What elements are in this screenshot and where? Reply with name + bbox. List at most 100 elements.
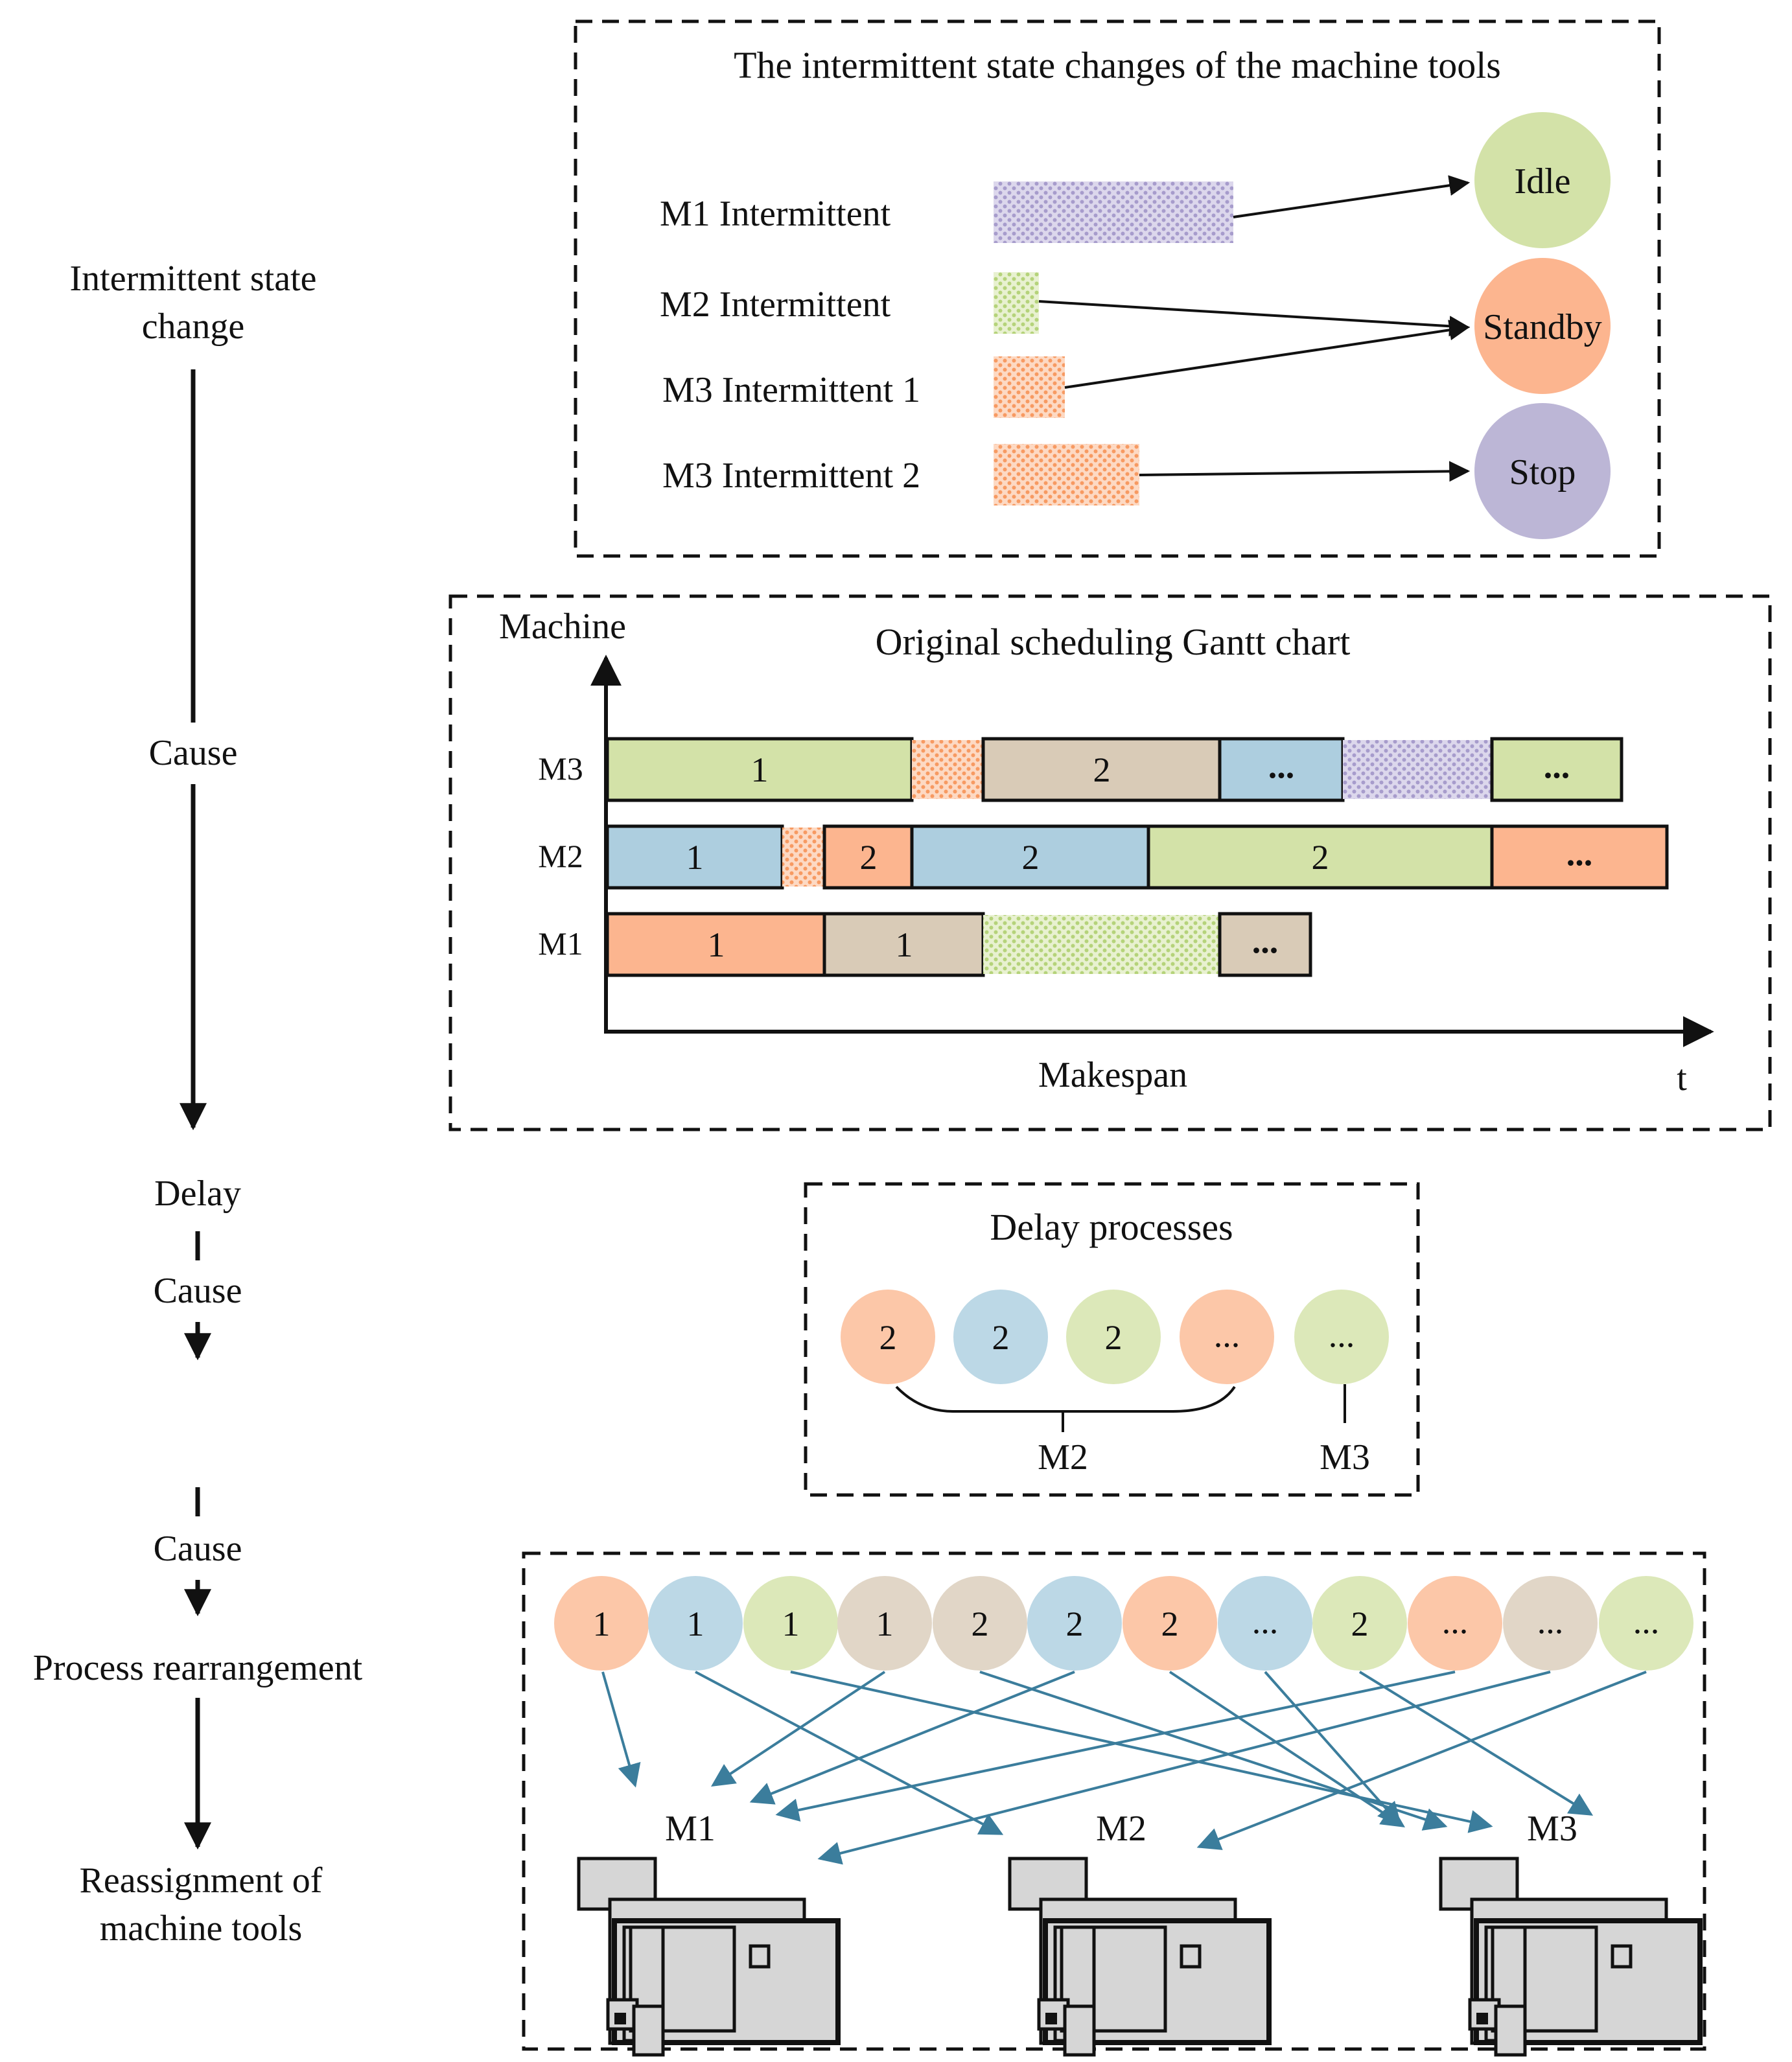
gantt-block [910, 824, 1150, 890]
gantt-block [822, 912, 985, 977]
delay-circle [1180, 1290, 1274, 1384]
flow-step-delay: Delay [154, 1174, 241, 1214]
state-arrow-m1 [1233, 175, 1471, 218]
process-circle [743, 1576, 838, 1671]
reassign-panel: 1 1 1 1 2 2 2 ... 2 ... ... ... [522, 1551, 1706, 2057]
reassign-arrow [817, 1671, 1551, 1865]
reassign-arrow [601, 1671, 641, 1788]
gantt-title: Original scheduling Gantt chart [876, 621, 1351, 663]
process-circle-label: ... [1442, 1602, 1469, 1641]
gantt-block-label: 1 [751, 750, 769, 789]
gantt-block-label: ... [1566, 834, 1593, 873]
gantt-block-gap [912, 740, 983, 799]
flow-column: Intermittent state change Cause Delay Ca… [33, 259, 363, 1949]
delay-circle-label: 2 [879, 1318, 897, 1357]
reassign-arrow [1196, 1671, 1647, 1850]
gantt-panel: Machine Original scheduling Gantt chart … [448, 594, 1772, 1131]
process-circle-label: 2 [1161, 1604, 1179, 1643]
delay-panel-title: Delay processes [990, 1206, 1233, 1248]
state-arrow-m3-1 [1064, 319, 1471, 389]
process-circle [1408, 1576, 1502, 1671]
delay-group-label-m2: M2 [1038, 1437, 1088, 1477]
process-circle-label: 1 [593, 1604, 611, 1643]
process-circle-label: 1 [687, 1604, 704, 1643]
state-standby-label: Standby [1483, 307, 1602, 347]
state-row-label-m2: M2 Intermittent [660, 284, 891, 325]
gantt-block-label: 2 [1312, 838, 1329, 877]
process-circle [1027, 1576, 1122, 1671]
state-change-panel: The intermittent state changes of the ma… [574, 19, 1661, 558]
gantt-block-label: ... [1544, 747, 1570, 785]
delay-brace-m2 [895, 1385, 1236, 1413]
process-circle-label: 2 [972, 1604, 989, 1643]
gantt-block-label: 1 [708, 925, 725, 964]
gantt-block-label: 1 [686, 838, 704, 877]
state-standby-circle [1474, 258, 1611, 394]
state-stop-label: Stop [1509, 452, 1576, 492]
flow-step-intermittent-line1: Intermittent state [70, 259, 317, 299]
reassign-arrow [1169, 1671, 1406, 1827]
delay-circle [1066, 1290, 1161, 1384]
gantt-block-gap [1343, 740, 1492, 799]
process-circle [933, 1576, 1027, 1671]
gantt-block-gap [983, 915, 1220, 974]
flow-step-reassignment-line2: machine tools [100, 1908, 303, 1949]
gantt-x-axis-label: Makespan [1038, 1055, 1187, 1095]
reassign-arrow [1358, 1671, 1594, 1816]
machine-label-m2: M2 [1096, 1809, 1146, 1849]
state-panel-frame [574, 19, 1661, 558]
process-circle-label: 2 [1066, 1604, 1084, 1643]
gantt-block [1490, 737, 1623, 802]
state-row-label-m3-2: M3 Intermittent 2 [662, 456, 920, 496]
delay-circle-label: ... [1329, 1315, 1355, 1354]
state-idle-label: Idle [1514, 161, 1570, 202]
state-row-label-m1: M1 Intermittent [660, 194, 891, 234]
reassign-arrow [979, 1671, 1448, 1831]
flow-step-reassignment-line1: Reassignment of [80, 1860, 323, 1901]
gantt-panel-frame [448, 594, 1772, 1131]
process-circle-label: ... [1537, 1602, 1564, 1641]
state-panel-title: The intermittent state changes of the ma… [734, 44, 1501, 86]
process-circle-label: 1 [876, 1604, 894, 1643]
delay-group-label-m3: M3 [1320, 1437, 1370, 1477]
reassign-arrow [695, 1671, 1004, 1835]
reassign-arrows [601, 1671, 1647, 1865]
state-bar-m1 [994, 181, 1233, 243]
gantt-row-label-m2: M2 [538, 838, 583, 874]
gantt-x-end-label: t [1677, 1058, 1687, 1098]
process-circle [1218, 1576, 1312, 1671]
reassign-arrow [775, 1671, 1456, 1822]
gantt-block-label: 1 [896, 925, 913, 964]
gantt-block-label: 2 [860, 838, 878, 877]
process-circle [1312, 1576, 1407, 1671]
gantt-y-axis-label: Machine [499, 607, 626, 647]
reassign-arrow [710, 1671, 886, 1787]
delay-circle-label: 2 [992, 1318, 1010, 1357]
state-idle-circle [1474, 112, 1611, 248]
flow-cause-1: Cause [149, 733, 238, 773]
delay-panel: Delay processes 2 2 2 ... ... M2 M3 [804, 1182, 1420, 1497]
delay-circle-label: 2 [1105, 1318, 1123, 1357]
machine-tool-icon [1008, 1857, 1272, 2057]
delay-circle [953, 1290, 1048, 1384]
machine-tool-icon [1439, 1857, 1703, 2057]
state-bar-m3-1 [994, 356, 1065, 418]
process-circle-label: 2 [1351, 1604, 1369, 1643]
delay-circle-label: ... [1214, 1315, 1240, 1354]
process-circle [1599, 1576, 1693, 1671]
state-bar-m2 [994, 272, 1039, 334]
process-circle [554, 1576, 649, 1671]
gantt-block-label: ... [1252, 921, 1279, 960]
process-circle-label: 1 [782, 1604, 800, 1643]
process-circle [648, 1576, 743, 1671]
flow-cause-2: Cause [154, 1271, 242, 1311]
reassign-arrow [790, 1671, 1493, 1833]
flow-step-intermittent-line2: change [142, 307, 245, 347]
process-circle-label: ... [1633, 1602, 1660, 1641]
gantt-block [605, 912, 826, 977]
process-circle [837, 1576, 932, 1671]
reassign-panel-frame [522, 1551, 1706, 2051]
process-circle-label: ... [1252, 1602, 1279, 1641]
state-bar-m3-2 [994, 444, 1139, 505]
